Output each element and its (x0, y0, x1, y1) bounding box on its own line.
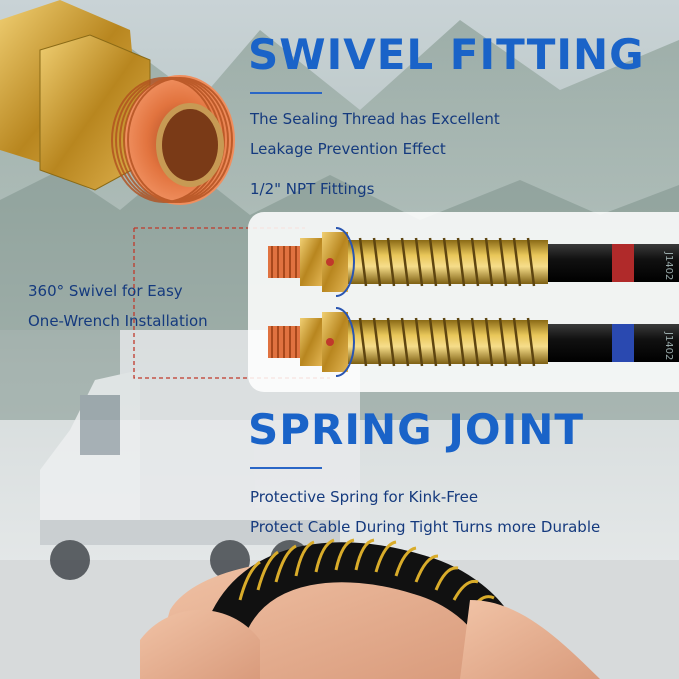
swivel-fitting-closeup (0, 0, 235, 205)
hose-assembly-bottom (268, 307, 679, 377)
spring-joint-heading: SPRING JOINT (248, 405, 585, 454)
hose-label-top: J1402 (663, 251, 674, 280)
hose-assembly-top (268, 227, 679, 297)
hand-bending-hose (140, 538, 600, 679)
swivel-fitting-heading: SWIVEL FITTING (248, 30, 645, 79)
swivel-callout-line1: 360° Swivel for Easy (28, 282, 183, 300)
npt-fittings-label: 1/2" NPT Fittings (250, 180, 375, 198)
swivel-heading-rule (250, 92, 322, 94)
swivel-desc-line2: Leakage Prevention Effect (250, 140, 446, 158)
spring-desc-line2: Protect Cable During Tight Turns more Du… (250, 518, 601, 536)
swivel-desc-line1: The Sealing Thread has Excellent (250, 110, 500, 128)
spring-heading-rule (250, 467, 322, 469)
swivel-callout-line2: One-Wrench Installation (28, 312, 208, 330)
hose-label-bottom: J1402 (663, 331, 674, 360)
spring-desc-line1: Protective Spring for Kink-Free (250, 488, 479, 506)
